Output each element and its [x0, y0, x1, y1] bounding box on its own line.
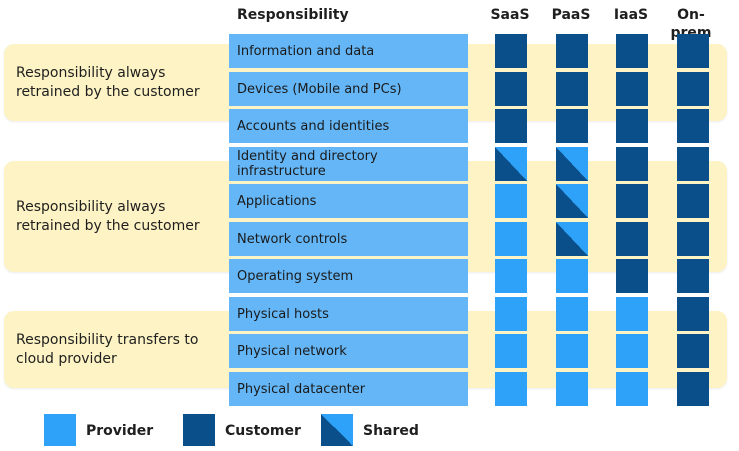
- responsibility-row-label: Devices (Mobile and PCs): [237, 81, 402, 97]
- cell-provider-saas: [495, 372, 527, 406]
- cell-customer-on-prem: [677, 222, 709, 256]
- cell-shared-paas: [556, 184, 588, 218]
- cell-customer-iaas: [616, 72, 648, 106]
- responsibility-header: Responsibility: [237, 7, 349, 23]
- responsibility-row-label: Network controls: [237, 231, 348, 247]
- cell-customer-on-prem: [677, 109, 709, 143]
- cell-customer-saas: [495, 72, 527, 106]
- cell-customer-on-prem: [677, 334, 709, 368]
- cell-customer-on-prem: [677, 372, 709, 406]
- responsibility-row: Physical hosts: [229, 297, 468, 331]
- column-header-iaas: IaaS: [613, 7, 649, 23]
- cell-customer-on-prem: [677, 72, 709, 106]
- responsibility-row-label: Applications: [237, 193, 317, 209]
- responsibility-row-label: Physical datacenter: [237, 381, 366, 397]
- band-label: Responsibility always retrained by the c…: [16, 198, 200, 234]
- responsibility-row: Network controls: [229, 222, 468, 256]
- cell-provider-saas: [495, 297, 527, 331]
- responsibility-row-label: Physical network: [237, 343, 347, 359]
- cell-customer-iaas: [616, 109, 648, 143]
- responsibility-row-label: Operating system: [237, 268, 354, 284]
- responsibility-row: Devices (Mobile and PCs): [229, 72, 468, 106]
- responsibility-row-label: Accounts and identities: [237, 118, 390, 134]
- cell-customer-iaas: [616, 184, 648, 218]
- cell-customer-iaas: [616, 259, 648, 293]
- cell-provider-iaas: [616, 297, 648, 331]
- legend-swatch-provider: [44, 414, 76, 446]
- cell-provider-paas: [556, 297, 588, 331]
- cell-provider-saas: [495, 334, 527, 368]
- cell-provider-saas: [495, 222, 527, 256]
- responsibility-row: Operating system: [229, 259, 468, 293]
- legend-swatch-customer: [183, 414, 215, 446]
- responsibility-row-label: Physical hosts: [237, 306, 329, 322]
- legend-label-provider: Provider: [86, 423, 154, 439]
- band-label: Responsibility always retrained by the c…: [16, 64, 200, 100]
- cell-customer-iaas: [616, 34, 648, 68]
- cell-provider-saas: [495, 259, 527, 293]
- responsibility-row: Information and data: [229, 34, 468, 68]
- cell-customer-on-prem: [677, 34, 709, 68]
- legend-label-customer: Customer: [225, 423, 301, 439]
- responsibility-row: Applications: [229, 184, 468, 218]
- cell-provider-iaas: [616, 334, 648, 368]
- cell-customer-paas: [556, 109, 588, 143]
- legend-label-shared: Shared: [363, 423, 419, 439]
- cell-customer-iaas: [616, 147, 648, 181]
- responsibility-row: Identity and directory infrastructure: [229, 147, 468, 181]
- cell-customer-iaas: [616, 222, 648, 256]
- band-label: Responsibility transfers to cloud provid…: [16, 331, 199, 367]
- cell-shared-paas: [556, 147, 588, 181]
- cell-shared-saas: [495, 147, 527, 181]
- cell-provider-iaas: [616, 372, 648, 406]
- cell-customer-on-prem: [677, 259, 709, 293]
- responsibility-row-label: Identity and directory infrastructure: [237, 149, 378, 179]
- responsibility-row: Physical datacenter: [229, 372, 468, 406]
- responsibility-row: Accounts and identities: [229, 109, 468, 143]
- cell-customer-on-prem: [677, 147, 709, 181]
- cell-provider-paas: [556, 372, 588, 406]
- cell-customer-saas: [495, 34, 527, 68]
- responsibility-row-label: Information and data: [237, 43, 375, 59]
- responsibility-row: Physical network: [229, 334, 468, 368]
- legend-swatch-shared: [321, 414, 353, 446]
- column-header-paas: PaaS: [551, 7, 591, 23]
- cell-customer-on-prem: [677, 297, 709, 331]
- cell-customer-paas: [556, 72, 588, 106]
- cell-customer-saas: [495, 109, 527, 143]
- cell-customer-paas: [556, 34, 588, 68]
- column-header-saas: SaaS: [490, 7, 530, 23]
- cell-shared-paas: [556, 222, 588, 256]
- cell-provider-saas: [495, 184, 527, 218]
- cell-provider-paas: [556, 334, 588, 368]
- column-header-on-prem: On-prem: [670, 7, 712, 41]
- cell-provider-paas: [556, 259, 588, 293]
- cell-customer-on-prem: [677, 184, 709, 218]
